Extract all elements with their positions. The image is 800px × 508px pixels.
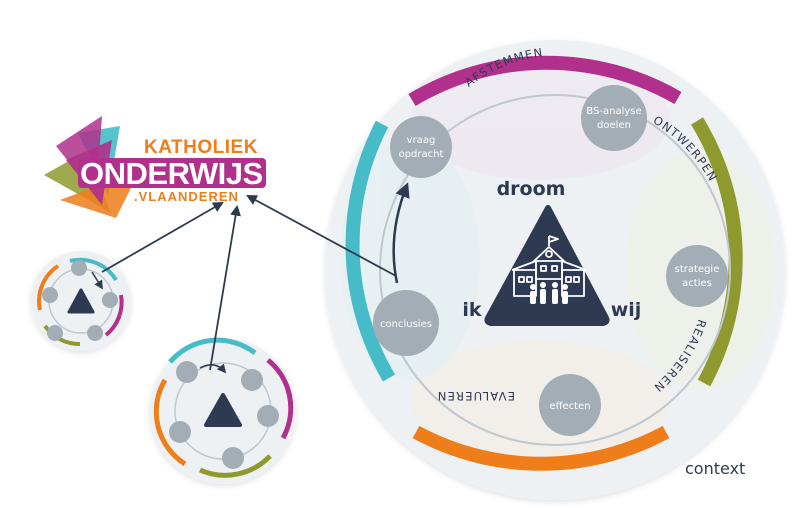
node-bs-analyse-doelen: BS-analyse doelen: [581, 85, 647, 151]
center-label-wij: wij: [611, 299, 642, 321]
svg-text:strategie: strategie: [675, 264, 720, 275]
arrow-main-to-logo: [246, 194, 397, 277]
node-conclusies: conclusies: [373, 290, 439, 356]
svg-text:.VLAANDEREN: .VLAANDEREN: [134, 189, 239, 204]
arc-realiseren: [412, 425, 670, 471]
katholiek-onderwijs-logo: KATHOLIEK ONDERWIJS .VLAANDEREN: [44, 116, 266, 218]
arrow-small1-to-logo: [101, 201, 224, 273]
svg-text:conclusies: conclusies: [380, 319, 432, 330]
school-triangle-icon: [484, 205, 610, 326]
arc-afstemmen: [408, 55, 682, 107]
node-vraag-opdracht: vraag opdracht: [390, 116, 452, 178]
arrow-small2-to-logo: [209, 204, 241, 371]
center-label-droom: droom: [497, 178, 566, 200]
svg-text:ONDERWIJS: ONDERWIJS: [80, 156, 263, 191]
small-cycle-1: [31, 251, 131, 351]
svg-text:KATHOLIEK: KATHOLIEK: [144, 137, 258, 158]
svg-text:BS-analyse: BS-analyse: [586, 106, 641, 117]
cycle-arrow: [392, 182, 410, 284]
cycle-ring: [379, 94, 731, 446]
node-effecten: effecten: [539, 374, 601, 436]
node-strategie-acties: strategie acties: [666, 245, 728, 307]
main-cycle: AFSTEMMEN ONTWERPEN REALISEREN EVALUEREN…: [325, 40, 785, 500]
center-label-ik: ik: [462, 299, 482, 321]
small-cycle-2: [150, 337, 296, 484]
svg-text:doelen: doelen: [597, 120, 631, 131]
svg-text:acties: acties: [682, 278, 712, 289]
context-label: context: [685, 459, 745, 478]
svg-text:opdracht: opdracht: [399, 149, 444, 160]
phase-label-evalueren: EVALUEREN: [437, 389, 515, 403]
svg-text:effecten: effecten: [549, 401, 590, 412]
svg-text:vraag: vraag: [407, 135, 436, 146]
arc-ontwerpen: [691, 117, 743, 387]
